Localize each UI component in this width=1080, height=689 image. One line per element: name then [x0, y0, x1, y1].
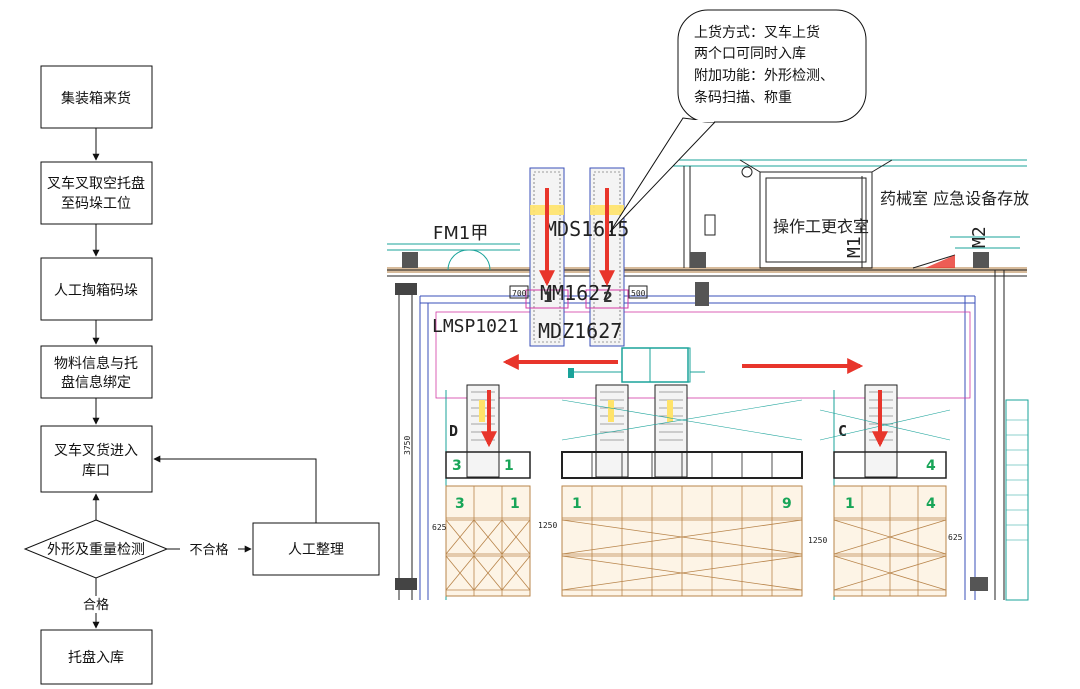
- rack-zone-center: 1 9 1250: [561, 399, 827, 597]
- callout-line-1: 上货方式：叉车上货: [694, 24, 820, 41]
- flow-step-receiving-label: 集装箱来货: [61, 90, 131, 107]
- rack-number: 1: [504, 458, 514, 474]
- flow-step-bind-info: 物料信息与托 盘信息绑定: [40, 345, 153, 399]
- dim-1250-right: 1250: [808, 536, 827, 545]
- rack-number: 9: [782, 496, 792, 512]
- rack-zone-c: C 4 1 4 625: [819, 390, 963, 600]
- flow-step-palletize-label: 人工掏箱码垛: [54, 283, 138, 299]
- callout-line-2: 两个口可同时入库: [694, 46, 806, 62]
- port-number-left: 1: [543, 290, 553, 306]
- warehouse-plan: 操作工更衣室 药械室 应急设备存放 M1 M2 FM1甲 700 500: [387, 159, 1029, 601]
- dim-625-left: 625: [432, 523, 447, 532]
- flow-step-bind-info-line2: 盘信息绑定: [61, 374, 131, 391]
- room-locker-label: 操作工更衣室: [773, 217, 869, 236]
- flow-step-fetch-pallet-line1: 叉车叉取空托盘: [47, 175, 145, 192]
- rack-number: 1: [845, 496, 855, 512]
- flow-step-fetch-pallet: 叉车叉取空托盘 至码垛工位: [40, 161, 153, 225]
- zone-c-label: C: [838, 422, 847, 440]
- rack-number: 4: [926, 458, 936, 474]
- rack-zone-d: D 3 3 1 3750 625 1250: [403, 390, 557, 600]
- stairs: [970, 399, 1029, 601]
- flow-step-bind-info-line1: 物料信息与托: [54, 355, 138, 372]
- lmsp-label: LMSP1021: [432, 316, 519, 337]
- edge-label-pass: 合格: [83, 597, 109, 613]
- room-medical-label: 药械室 应急设备存放: [880, 189, 1029, 208]
- rack-number: 4: [926, 496, 936, 512]
- flow-edge-return: [153, 455, 317, 523]
- dim-3750: 3750: [403, 436, 412, 455]
- mdz-label: MDZ1627: [538, 319, 622, 343]
- rack-number: 3: [455, 496, 465, 512]
- flow-step-forklift-enter-line1: 叉车叉货进入: [54, 442, 138, 459]
- mds-label: MDS1615: [545, 217, 629, 241]
- callout-line-3: 附加功能：外形检测、: [694, 68, 834, 84]
- rack-feed-conveyors: [466, 384, 898, 478]
- flow-step-container-receiving: 集装箱来货: [40, 65, 153, 129]
- flow-decision-inspection-label: 外形及重量检测: [47, 542, 145, 558]
- port-number-right: 2: [603, 290, 613, 306]
- flow-step-forklift-enter: 叉车叉货进入 库口: [40, 425, 153, 493]
- shuttle-car: [568, 347, 705, 383]
- fm1-label: FM1甲: [433, 223, 488, 244]
- rack-number: 1: [510, 496, 520, 512]
- edge-label-fail: 不合格: [189, 542, 228, 558]
- dim-500: 500: [631, 289, 646, 298]
- rack-number: 3: [452, 458, 462, 474]
- flow-step-palletize: 人工掏箱码垛: [40, 257, 153, 321]
- material-flow-arrows: [481, 188, 888, 448]
- rack-number: 1: [572, 496, 582, 512]
- zone-d-label: D: [449, 422, 458, 440]
- flow-step-fetch-pallet-line2: 至码垛工位: [61, 196, 131, 212]
- flow-step-forklift-enter-line2: 库口: [82, 463, 110, 479]
- door-m1-label: M1: [844, 236, 865, 258]
- flow-step-manual-sort: 人工整理: [252, 522, 380, 576]
- flow-decision-inspection: 外形及重量检测: [23, 519, 169, 579]
- dim-625-right: 625: [948, 533, 963, 542]
- dim-1250-left: 1250: [538, 521, 557, 530]
- flow-step-manual-sort-label: 人工整理: [288, 542, 344, 558]
- callout-line-4: 条码扫描、称重: [694, 89, 792, 106]
- dim-700: 700: [512, 289, 527, 298]
- callout-bubble: 上货方式：叉车上货 两个口可同时入库 附加功能：外形检测、 条码扫描、称重: [609, 9, 867, 233]
- door-m2-label: M2: [969, 226, 990, 248]
- flow-step-storage-label: 托盘入库: [68, 649, 124, 666]
- flow-step-storage: 托盘入库: [40, 629, 153, 685]
